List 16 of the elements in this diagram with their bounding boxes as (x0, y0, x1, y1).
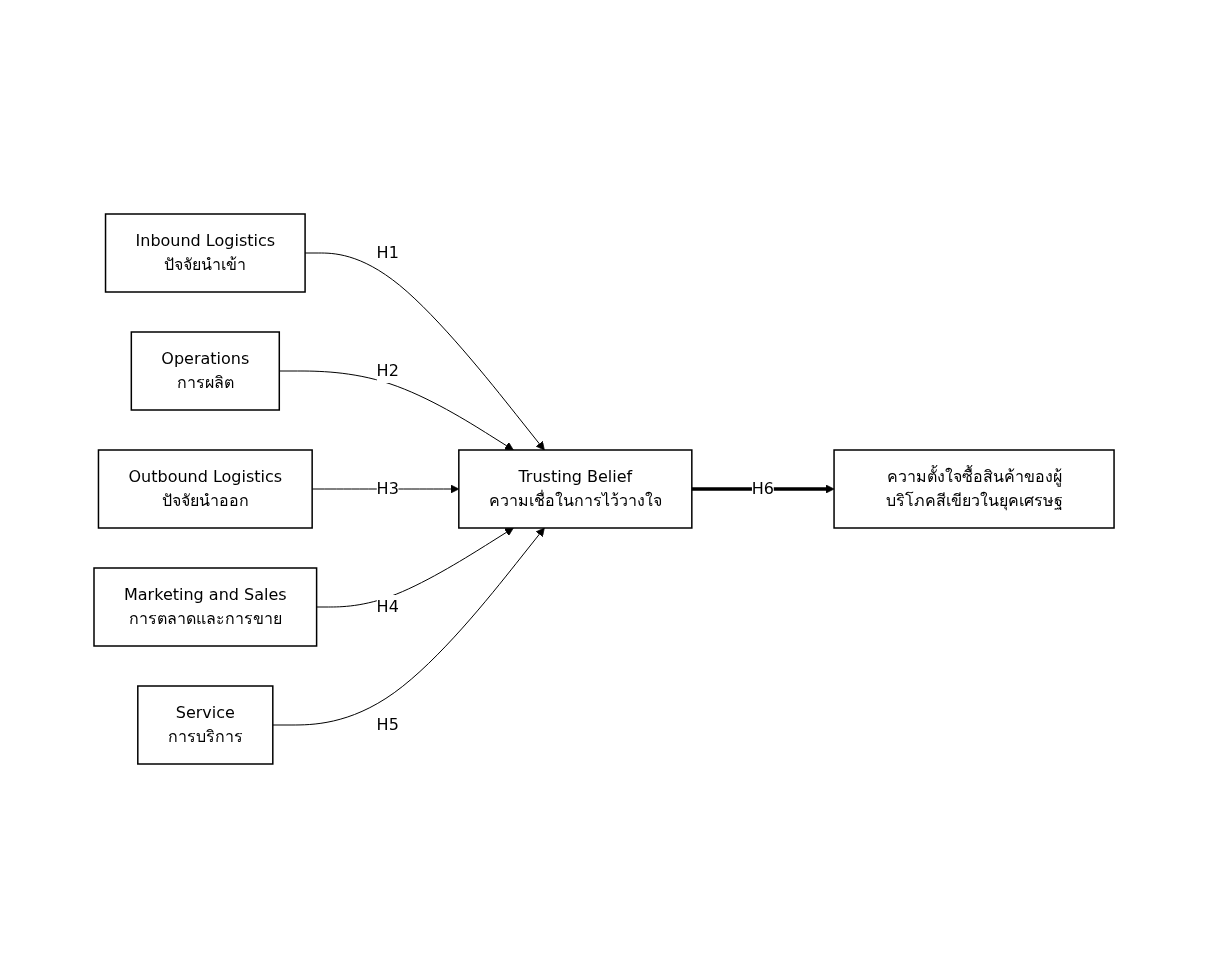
node-box: ความตั้งใจซื้อสินค้าของผู้บริโภคสีเขียวในยุคเศรษฐ (833, 449, 1115, 529)
node-box: Marketing and Sales การตลาดและการขาย (93, 567, 318, 647)
node-box: Operations การผลิต (130, 331, 280, 411)
edge-label: H5 (376, 715, 399, 734)
edge-label: H6 (751, 479, 775, 498)
arrow (691, 484, 835, 494)
edge-label: H3 (376, 479, 399, 498)
arrow (316, 527, 514, 608)
arrow (272, 527, 545, 726)
node-box: Inbound Logistics ปัจจัยนำเข้า (104, 213, 306, 293)
node-box: Outbound Logistics ปัจจัยนำออก (97, 449, 313, 529)
node-box: Service การบริการ (137, 685, 274, 765)
edge-label: H4 (376, 597, 399, 616)
node-box: Trusting Belief ความเชื่อในการไว้วางใจ (458, 449, 693, 529)
edge-label: H1 (376, 243, 399, 262)
edge-label: H2 (376, 361, 399, 380)
